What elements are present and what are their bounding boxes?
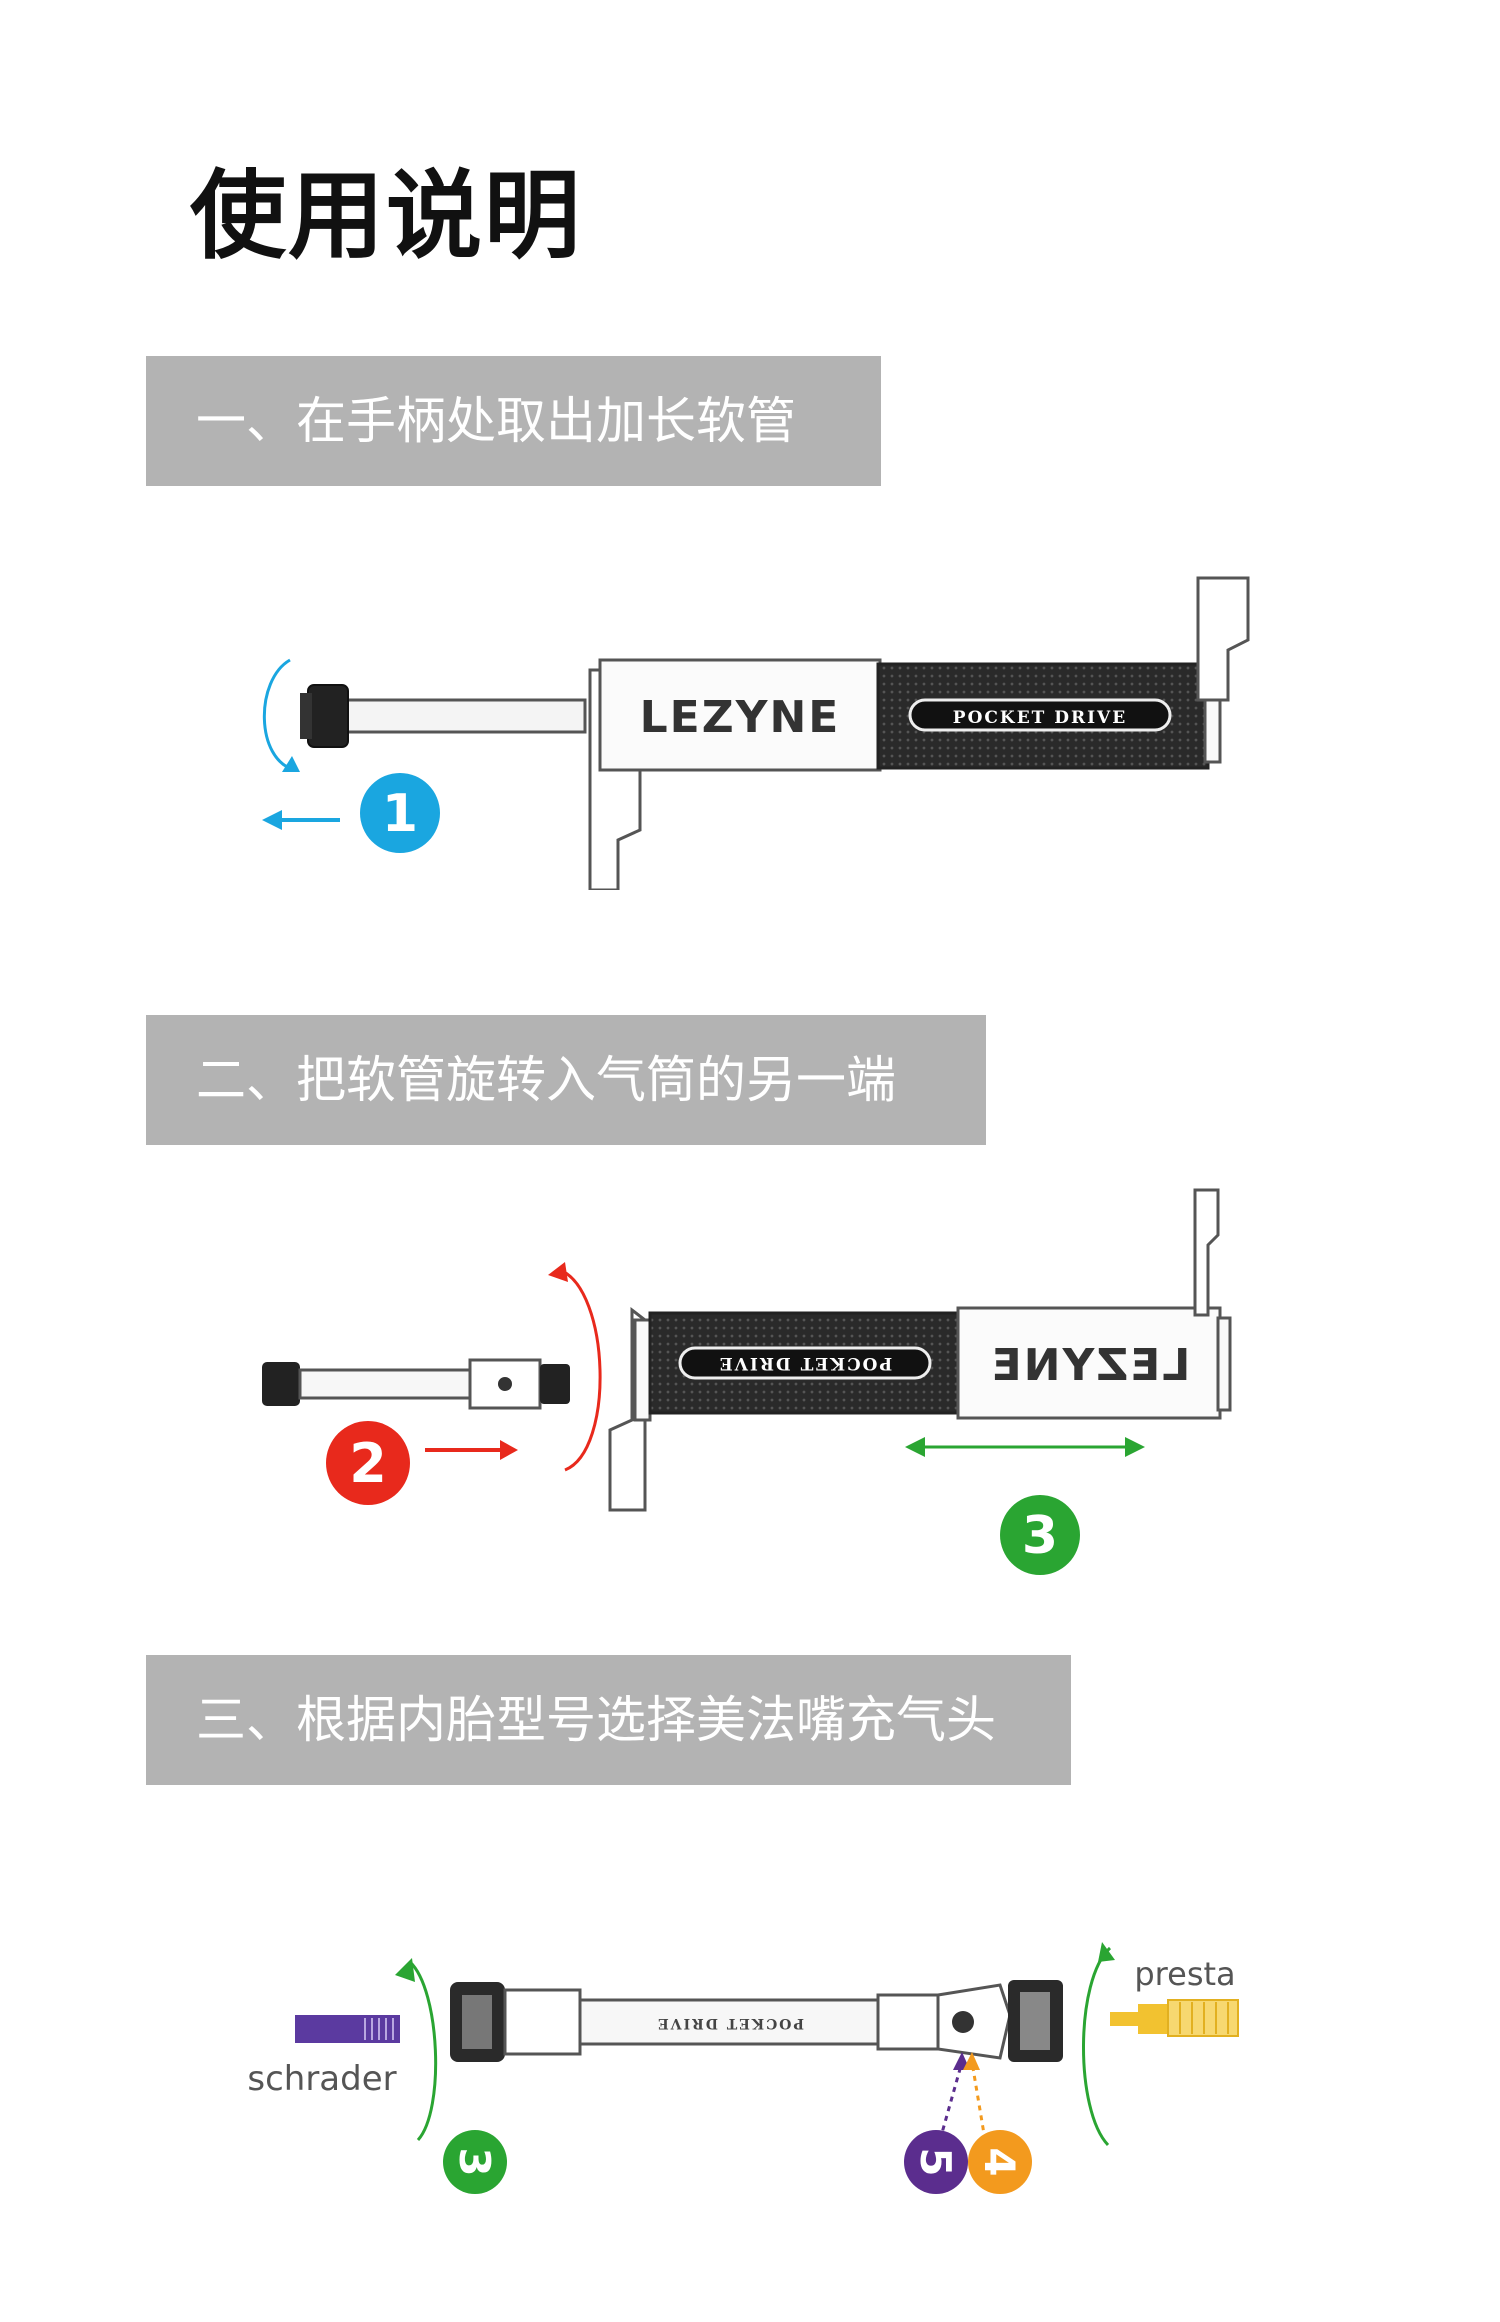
push-right-arrow-icon — [500, 1440, 518, 1460]
step-marker-4-label: 4 — [975, 2147, 1024, 2176]
step-marker-3-valve-label: 3 — [450, 2147, 499, 2176]
step-marker-4 — [968, 2130, 1032, 2194]
step-marker-3-label: 3 — [1022, 1506, 1058, 1566]
pump-brand-label: LEZYNE — [640, 692, 841, 743]
step-1-heading: 一、在手柄处取出加长软管 — [146, 356, 881, 486]
schrader-label: schrader — [247, 2059, 396, 2099]
step-marker-3 — [1000, 1495, 1080, 1575]
step-3-illustration: schrader POCKET DRIVE presta 3 5 4 — [247, 1942, 1239, 2194]
step-2-illustration: 2 POCKET DRIVE LEZYNE 3 — [262, 1188, 1232, 1575]
step-1-illustration: LEZYNE POCKET DRIVE 1 — [262, 576, 1250, 890]
pump-model-label: POCKET DRIVE — [718, 1353, 892, 1373]
step-marker-5 — [904, 2130, 968, 2194]
hose-assembly — [262, 1358, 570, 1410]
step-marker-1 — [360, 773, 440, 853]
step-marker-3-valve — [443, 2130, 507, 2194]
rotate-arrow-green-right-icon — [1082, 1946, 1112, 2147]
presta-label: presta — [1134, 1955, 1235, 1993]
step-3-heading: 三、根据内胎型号选择美法嘴充气头 — [146, 1655, 1071, 1785]
hose-extended — [450, 1980, 1063, 2062]
step-marker-1-label: 1 — [382, 784, 418, 844]
pump-model-label: POCKET DRIVE — [953, 708, 1127, 728]
pump-top-flap — [1196, 576, 1250, 702]
pump-barrel-silver — [598, 658, 882, 772]
step-marker-2 — [326, 1421, 410, 1505]
schrader-valve-icon — [295, 2015, 400, 2043]
hose-model-label: POCKET DRIVE — [656, 2015, 804, 2031]
step-2-heading: 二、把软管旋转入气筒的另一端 — [146, 1015, 986, 1145]
presta-valve-icon — [1110, 2012, 1138, 2026]
step-marker-2-label: 2 — [349, 1432, 387, 1495]
pump-brand-label: LEZYNE — [990, 1340, 1191, 1391]
page-title: 使用说明 — [190, 160, 582, 272]
rotate-arrow-green-icon — [408, 1960, 438, 2142]
step-marker-5-label: 5 — [911, 2147, 960, 2176]
pump-barrel-silver — [956, 1306, 1222, 1420]
rotate-arrow-red-icon — [559, 1268, 602, 1472]
pump-top-flap — [1193, 1188, 1220, 1317]
hose-rod — [300, 684, 587, 748]
pull-left-arrow-icon — [262, 810, 282, 830]
rotate-arrow-icon — [262, 658, 296, 772]
